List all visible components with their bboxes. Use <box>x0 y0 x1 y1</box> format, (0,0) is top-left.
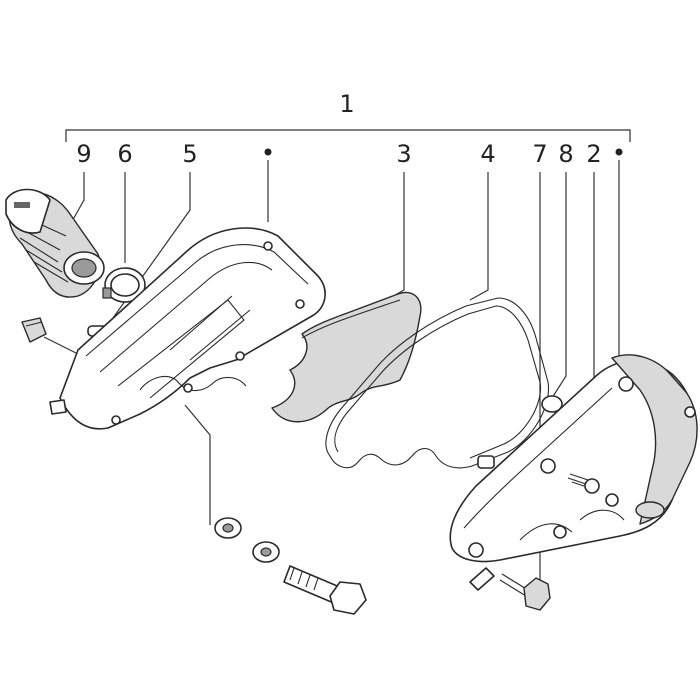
callout-bullet-cover <box>264 148 272 156</box>
spring-clip <box>21 317 47 343</box>
hex-bolt <box>283 565 367 615</box>
bushing <box>541 395 563 413</box>
callout-label-3: 3 <box>396 140 411 168</box>
leader-lines <box>43 160 620 582</box>
gasket <box>325 297 550 469</box>
callout-label-2: 2 <box>586 140 601 168</box>
washer-2 <box>252 541 280 563</box>
callout-label-6: 6 <box>117 140 132 168</box>
washer-1 <box>214 517 242 539</box>
screw-2 <box>567 473 600 494</box>
callout-label-5: 5 <box>182 140 197 168</box>
assembly-bracket: 1 <box>65 90 631 142</box>
hose-clamp <box>102 267 146 303</box>
filter-box-base <box>449 354 698 591</box>
hose-marking <box>14 202 30 208</box>
assembly-label: 1 <box>339 90 354 118</box>
callout-label-4: 4 <box>480 140 495 168</box>
spacer-pin <box>477 455 495 469</box>
callout-label-7: 7 <box>532 140 547 168</box>
filter-element <box>271 291 422 423</box>
callout-bullet-base <box>615 148 623 156</box>
callout-label-9: 9 <box>76 140 91 168</box>
callout-label-8: 8 <box>558 140 573 168</box>
knob-screw <box>499 573 551 611</box>
filter-box-cover <box>49 227 326 430</box>
intake-hose <box>5 188 105 298</box>
